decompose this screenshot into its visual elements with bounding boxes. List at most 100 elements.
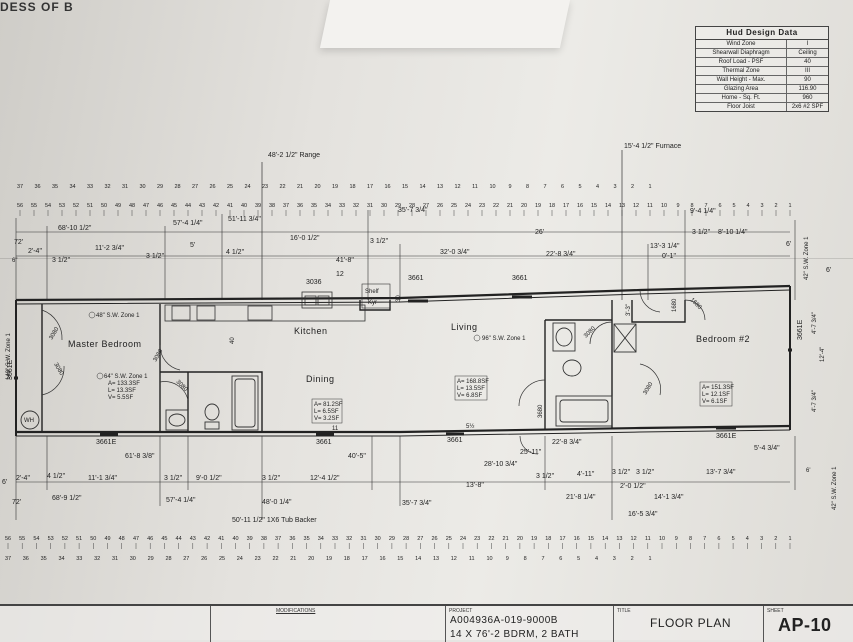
ruler-number: 5 bbox=[577, 556, 580, 562]
ruler-number: 21 bbox=[503, 536, 509, 542]
ruler-number: 48 bbox=[119, 536, 125, 542]
area-line: V= 6.8SF bbox=[457, 393, 483, 399]
ruler-number: 11 bbox=[472, 184, 478, 190]
dim-68-10: 68'-10 1/2" bbox=[58, 225, 92, 232]
ruler-number: 31 bbox=[367, 203, 373, 209]
side-dim-12-4: 12'-4" bbox=[820, 347, 826, 362]
bdim-35-7: 35'-7 3/4" bbox=[402, 500, 432, 507]
project-description: 14 X 76'-2 BDRM, 2 BATH bbox=[450, 629, 579, 640]
ruler-number: 53 bbox=[59, 203, 65, 209]
project-cell: PROJECT A004936A-019-9000B 14 X 76'-2 BD… bbox=[445, 606, 614, 642]
ruler-number: 29 bbox=[395, 203, 401, 209]
shelf-box bbox=[361, 283, 391, 309]
ruler-number: 32 bbox=[94, 556, 100, 562]
ruler-number: 30 bbox=[375, 536, 381, 542]
ruler-number: 42 bbox=[204, 536, 210, 542]
zone-label-1: 48" S.W. Zone 1 bbox=[96, 313, 140, 319]
dim-32-0: 32'-0 3/4" bbox=[440, 249, 470, 256]
door-3080-f: 3080 bbox=[643, 381, 655, 396]
ruler-number: 23 bbox=[255, 556, 261, 562]
ruler-number: 29 bbox=[157, 184, 163, 190]
ruler-number: 51 bbox=[87, 203, 93, 209]
ruler-number: 31 bbox=[360, 536, 366, 542]
hud-key: Thermal Zone bbox=[696, 67, 787, 75]
ruler-number: 25 bbox=[219, 556, 225, 562]
ruler-number: 47 bbox=[143, 203, 149, 209]
ruler-number: 24 bbox=[460, 536, 466, 542]
ruler-number: 33 bbox=[76, 556, 82, 562]
ruler-number: 31 bbox=[112, 556, 118, 562]
ruler-number: 36 bbox=[289, 536, 295, 542]
zone-marker-icon bbox=[88, 311, 96, 319]
ruler-number: 41 bbox=[218, 536, 224, 542]
door-3080-c: 3080 bbox=[153, 348, 165, 363]
hud-key: Floor Joist bbox=[696, 103, 787, 111]
ruler-number: 52 bbox=[73, 203, 79, 209]
ruler-number: 20 bbox=[521, 203, 527, 209]
ruler-number: 12 bbox=[451, 556, 457, 562]
bdim-48-0: 48'-0 1/4" bbox=[262, 499, 292, 506]
bdim-72-top: 72' bbox=[14, 239, 23, 246]
dim-11: 11 bbox=[332, 426, 339, 432]
bdim-5-4: 5'-4 3/4" bbox=[754, 445, 780, 452]
window-3661-c: 3661 bbox=[408, 275, 424, 282]
ruler-number: 20 bbox=[308, 556, 314, 562]
ruler-number: 27 bbox=[192, 184, 198, 190]
ruler-number: 34 bbox=[325, 203, 331, 209]
ruler-number: 39 bbox=[247, 536, 253, 542]
ruler-number: 56 bbox=[5, 536, 11, 542]
ruler-number: 28 bbox=[409, 203, 415, 209]
ruler-number: 17 bbox=[559, 536, 565, 542]
ruler-number: 38 bbox=[261, 536, 267, 542]
ruler-number: 13 bbox=[616, 536, 622, 542]
bdim-57-4: 57'-4 1/4" bbox=[166, 497, 196, 504]
bdim-4-5: 4 1/2" bbox=[47, 473, 66, 480]
ruler-number: 16 bbox=[577, 203, 583, 209]
ruler-number: 53 bbox=[48, 536, 54, 542]
window-3661-a: 3661 bbox=[316, 439, 332, 446]
ruler-number: 20 bbox=[517, 536, 523, 542]
ruler-number: 30 bbox=[381, 203, 387, 209]
ruler-number: 10 bbox=[489, 184, 495, 190]
ruler-number: 26 bbox=[437, 203, 443, 209]
dim-57-4: 57'-4 1/4" bbox=[173, 220, 203, 227]
title-cell: TITLE FLOOR PLAN bbox=[613, 606, 764, 642]
ruler-number: 10 bbox=[661, 203, 667, 209]
ruler-number: 13 bbox=[437, 184, 443, 190]
dim-0-1: 0'-1" bbox=[662, 253, 676, 260]
door-1680-a: 1680 bbox=[672, 298, 678, 312]
ruler-number: 18 bbox=[349, 184, 355, 190]
dim-35-7: 35'-7 3/4" bbox=[398, 207, 428, 214]
area-line: L= 12.1SF bbox=[702, 392, 730, 398]
hud-value: 116.90 bbox=[798, 86, 817, 92]
shelf-label: Shelf bbox=[365, 289, 379, 295]
bdim-4-11: 4'-11" bbox=[577, 471, 595, 478]
ruler-number: 21 bbox=[507, 203, 513, 209]
bdim-40-5: 40'-5" bbox=[348, 453, 366, 460]
bdim-61-8: 61'-8 3/8" bbox=[125, 453, 155, 460]
bdim-22-8: 22'-8 3/4" bbox=[552, 439, 582, 446]
interior-walls bbox=[41, 300, 686, 432]
ruler-number: 46 bbox=[147, 536, 153, 542]
zone-marker-icon bbox=[96, 372, 104, 380]
ruler-number: 39 bbox=[255, 203, 261, 209]
ruler-number: 24 bbox=[237, 556, 243, 562]
door-3680: 3680 bbox=[538, 404, 544, 418]
hud-key: Home - Sq. Ft. bbox=[696, 94, 787, 102]
bdim-3-5b: 3 1/2" bbox=[262, 475, 281, 482]
ruler-number: 22 bbox=[279, 184, 285, 190]
ruler-number: 44 bbox=[185, 203, 191, 209]
ruler-number: 4 bbox=[746, 536, 749, 542]
dim-3-5a: 3 1/2" bbox=[370, 238, 389, 245]
bdim-3-5e: 3 1/2" bbox=[636, 469, 655, 476]
area-line: V= 6.1SF bbox=[702, 399, 728, 405]
ruler-number: 25 bbox=[446, 536, 452, 542]
sheet-label: SHEET bbox=[767, 608, 784, 614]
ruler-number: 20 bbox=[314, 184, 320, 190]
ruler-number: 22 bbox=[488, 536, 494, 542]
hud-value: 960 bbox=[802, 95, 813, 101]
